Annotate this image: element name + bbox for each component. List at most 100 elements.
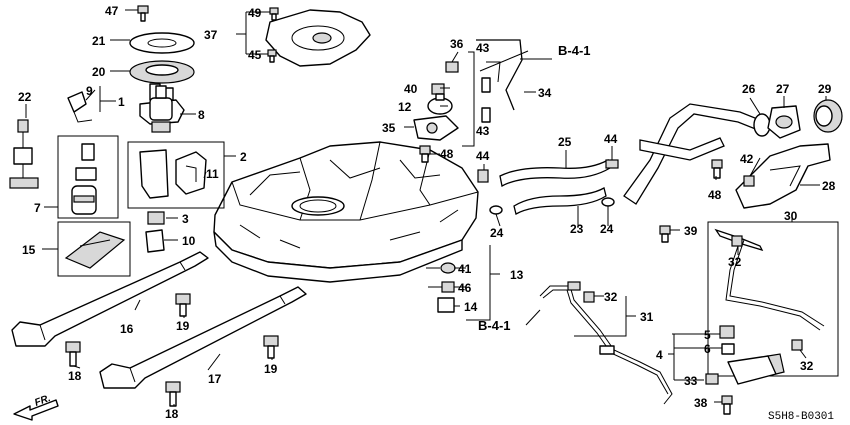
callout-15: 15 [22,243,36,257]
hose-25[interactable] [499,159,611,188]
clamp-44a[interactable] [477,169,489,183]
pump-kit-frame-7[interactable] [57,135,119,219]
bolt-47[interactable] [137,5,149,22]
valve-35[interactable] [413,115,459,141]
callout-6: 6 [704,342,711,356]
bolt-18a[interactable] [65,341,81,367]
callout-16: 16 [120,322,134,336]
callout-49: 49 [248,6,262,20]
clamp-44b[interactable] [605,159,619,169]
callout-10: 10 [182,234,196,248]
bolt-38[interactable] [721,395,733,415]
callout-32a: 32 [728,255,742,269]
vent-tube-34[interactable] [476,39,523,111]
callout-5: 5 [704,328,711,342]
connector-22[interactable] [9,119,39,189]
bolt-49[interactable] [269,7,279,21]
callout-33: 33 [684,374,698,388]
callout-44a: 44 [476,149,490,163]
callout-32c: 32 [604,290,618,304]
clip-14[interactable] [437,297,455,313]
tank-strap-front[interactable] [11,251,209,347]
callout-12: 12 [398,100,412,114]
callout-43b: 43 [476,124,490,138]
callout-21: 21 [92,34,106,48]
clip-36[interactable] [445,61,459,73]
bolt-45[interactable] [267,49,277,63]
callout-45: 45 [248,48,262,62]
callout-28: 28 [822,179,836,193]
bolt-19a[interactable] [175,293,191,317]
access-cover-37[interactable] [265,9,371,67]
callout-25: 25 [558,135,572,149]
sensor-9[interactable] [67,91,93,123]
bolt-48b[interactable] [711,159,723,179]
callout-37: 37 [204,28,218,42]
hose-23[interactable] [513,187,607,215]
harness-31[interactable] [539,281,673,405]
callout-48b: 48 [708,188,722,202]
callout-17: 17 [208,372,222,386]
grommet-46[interactable] [441,281,455,293]
filler-guard-28[interactable] [735,143,831,209]
bolt-19b[interactable] [263,335,279,359]
callout-38: 38 [694,396,708,410]
callout-32b: 32 [800,359,814,373]
grommet-43b[interactable] [481,107,491,123]
leader-lines [25,9,827,406]
callout-26: 26 [742,82,756,96]
callout-22: 22 [18,90,32,104]
callout-40: 40 [404,82,418,96]
callout-18a: 18 [68,369,82,383]
clamp-24a[interactable] [489,205,503,215]
fuel-tank[interactable] [213,141,479,283]
clamp-33[interactable] [705,373,719,385]
clip-32c[interactable] [583,291,595,303]
callout-39: 39 [684,224,698,238]
callout-3: 3 [182,212,189,226]
bolt-48a[interactable] [419,145,431,163]
callout-42: 42 [740,152,754,166]
bolt-39[interactable] [659,225,671,243]
callout-27: 27 [776,82,790,96]
grommet-43a[interactable] [481,77,491,93]
lock-ring-20[interactable] [129,60,195,84]
filler-pipe-26[interactable] [623,103,771,205]
fuel-cap-29[interactable] [813,99,843,133]
callout-44b: 44 [604,132,618,146]
callout-2: 2 [240,150,247,164]
diagram-code: S5H8-B0301 [768,411,834,423]
callout-36: 36 [450,37,464,51]
clip-3[interactable] [147,211,165,225]
clip-32b[interactable] [791,339,803,351]
callout-24a: 24 [490,226,504,240]
clip-10[interactable] [145,229,165,253]
callout-19a: 19 [176,319,190,333]
grommet-42[interactable] [743,175,755,187]
callout-47: 47 [105,4,119,18]
grommet-41[interactable] [440,262,456,274]
filler-base-27[interactable] [767,105,801,139]
valve-12[interactable] [427,93,453,115]
bolt-18b[interactable] [165,381,181,407]
reference-label-bottom: B-4-1 [478,318,511,333]
clamp-24b[interactable] [601,197,615,207]
front-direction-label: FR. [33,393,52,409]
reference-label-top: B-4-1 [558,43,591,58]
filter-group-4[interactable] [719,325,785,385]
callout-35: 35 [382,121,396,135]
callout-11: 11 [206,167,219,181]
callout-31: 31 [640,310,654,324]
clip-32a[interactable] [731,235,743,247]
bracket-group-2[interactable] [127,141,225,209]
clamp-40[interactable] [431,83,445,95]
callout-23: 23 [570,222,584,236]
tank-strap-rear[interactable] [99,286,307,389]
callout-48a: 48 [440,147,454,161]
gasket-21[interactable] [129,32,195,54]
front-arrow-icon [13,399,59,421]
fuel-filter-15[interactable] [57,221,131,277]
callout-9: 9 [86,84,93,98]
regulator-8[interactable] [149,85,173,121]
